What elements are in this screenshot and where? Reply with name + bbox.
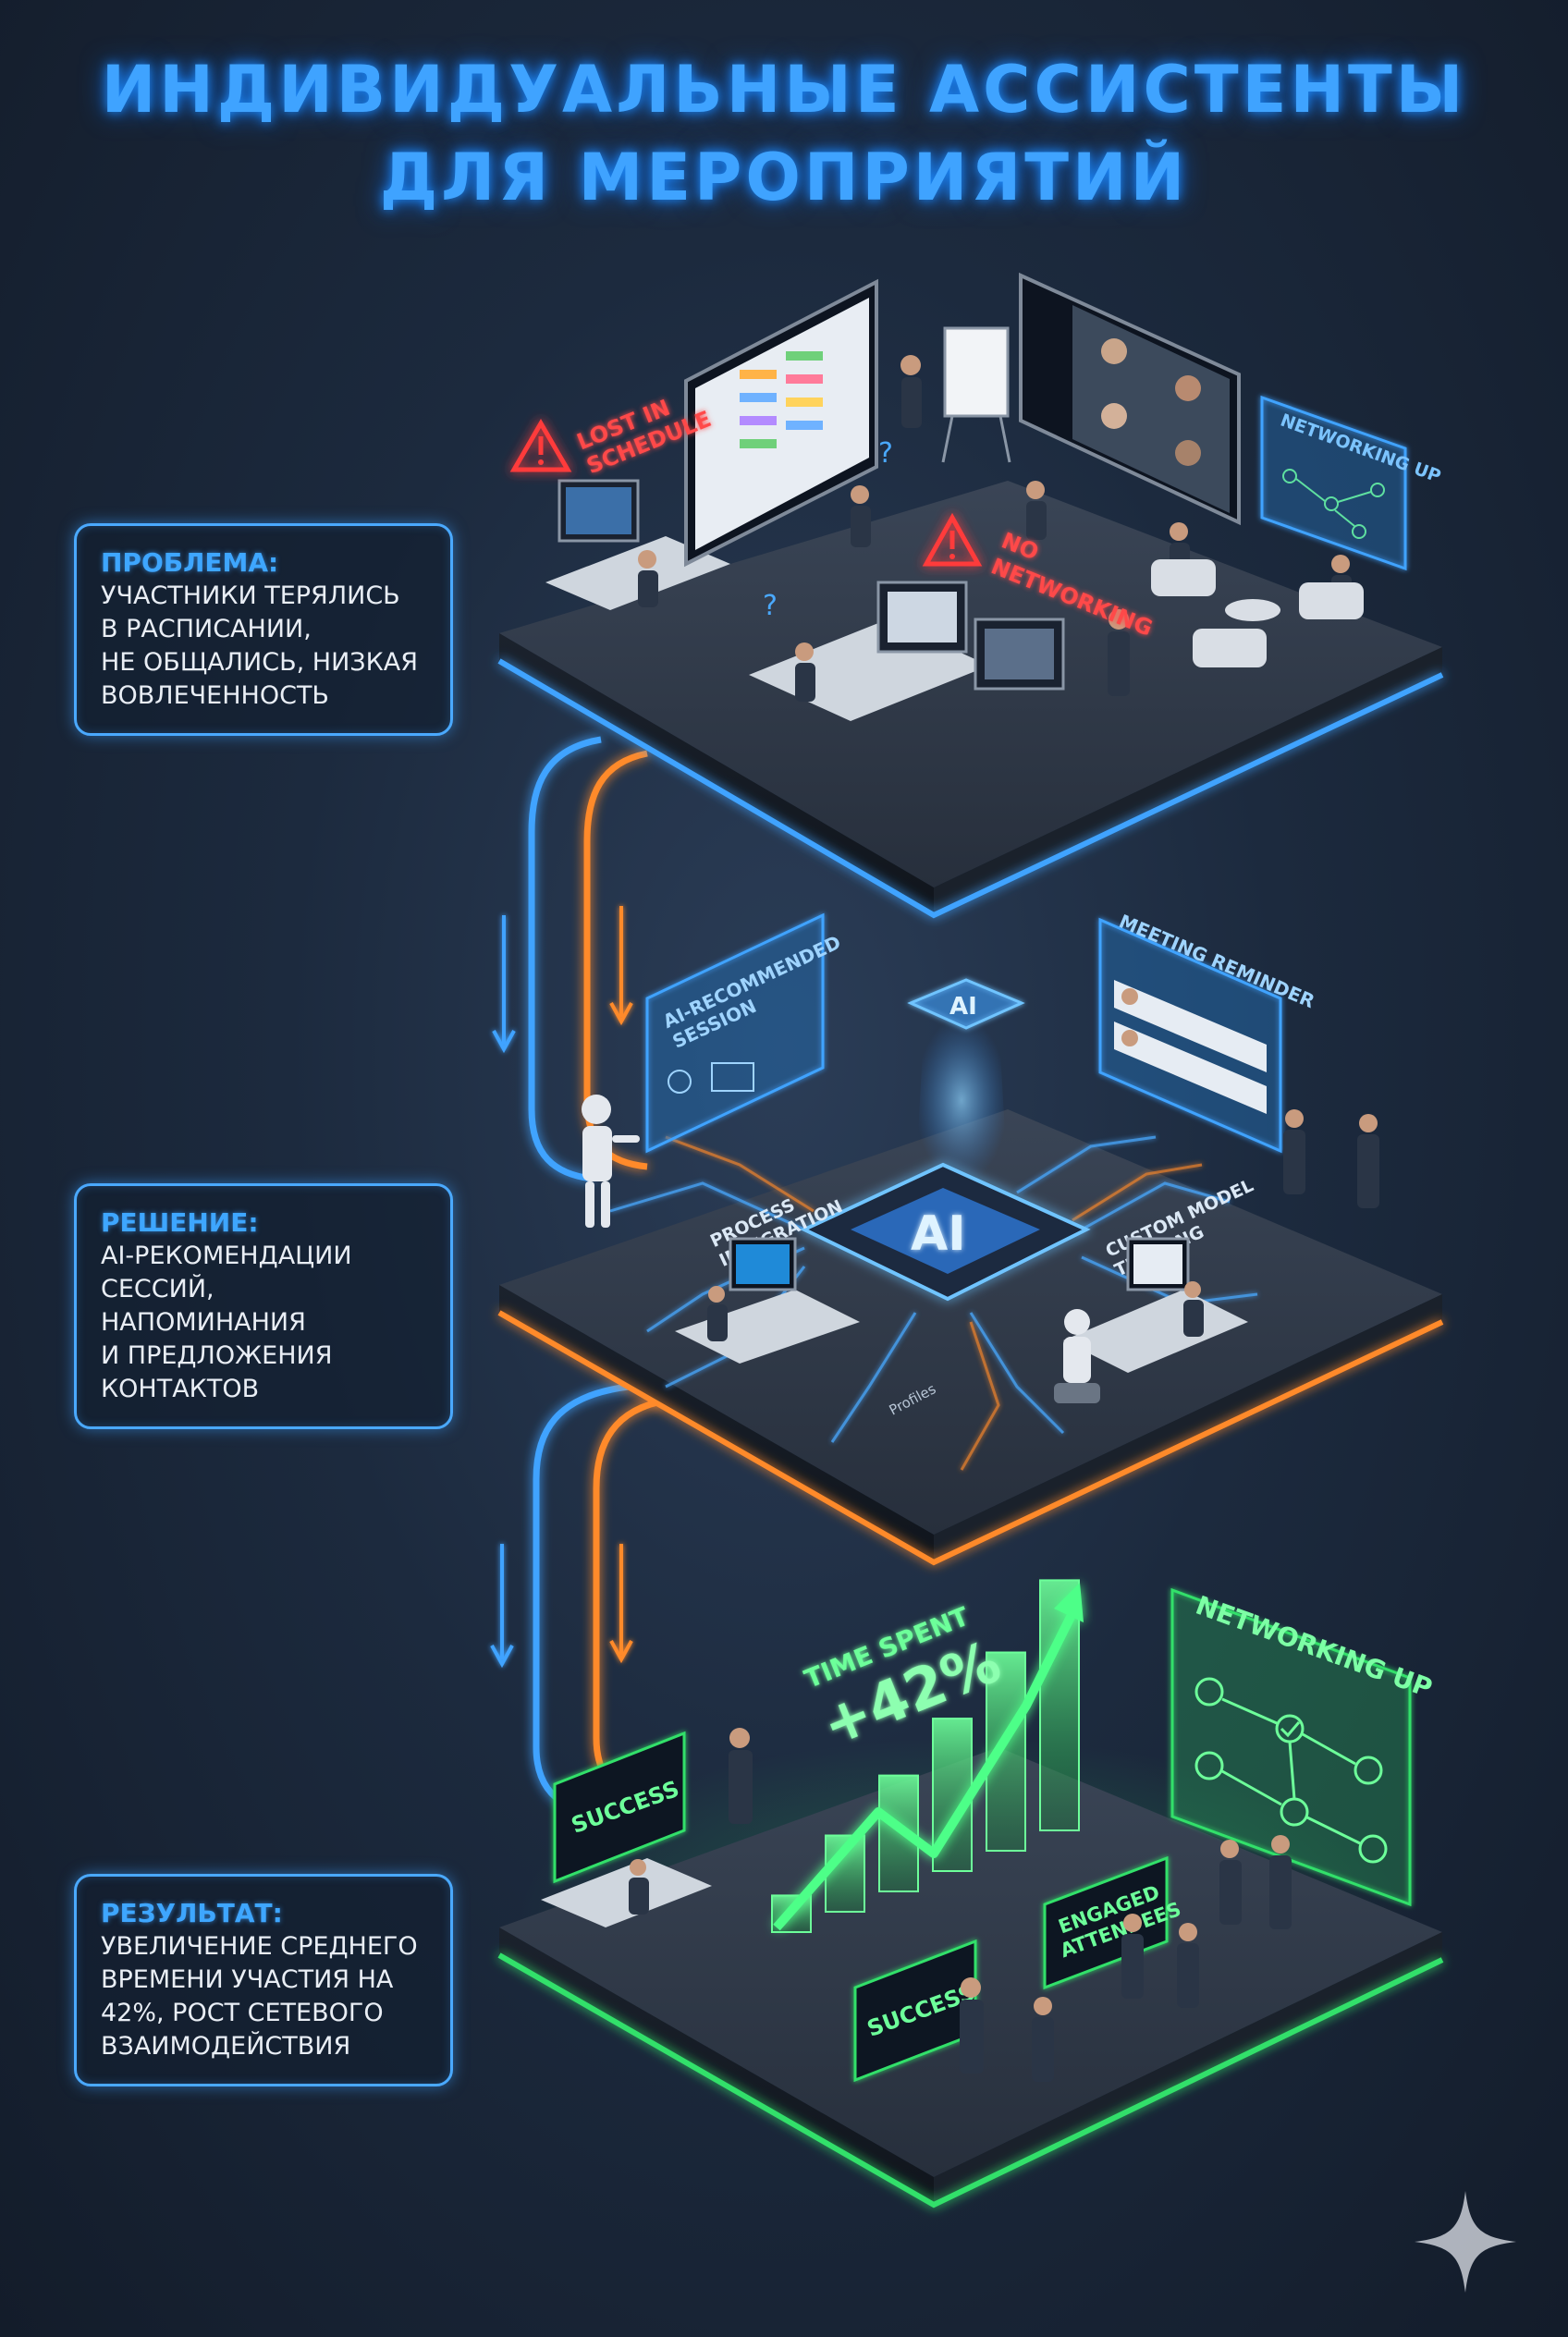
question-mark: ? bbox=[878, 437, 893, 470]
platform-solution: AI AI AI-RECOMMENDED SESSION MEETING REM… bbox=[497, 910, 1444, 1566]
networking-panel-result: NETWORKING UP bbox=[1170, 1587, 1436, 1907]
connector-blue-1 bbox=[528, 736, 602, 1182]
question-mark: ? bbox=[763, 590, 778, 622]
attendees-solution bbox=[707, 1109, 1379, 1341]
page-title-line2: ДЛЯ МЕРОПРИЯТИЙ bbox=[379, 140, 1189, 215]
solution-text: AI-РЕКОМЕНДАЦИИ СЕССИЙ, НАПОМИНАНИЯ И ПР… bbox=[101, 1242, 352, 1403]
person-icon bbox=[1121, 1030, 1138, 1046]
meeting-reminder-panel: MEETING REMINDER bbox=[1098, 910, 1317, 1154]
check-icon bbox=[1280, 1721, 1301, 1738]
problem-box: ПРОБЛЕМА: УЧАСТНИКИ ТЕРЯЛИСЬ В РАСПИСАНИ… bbox=[74, 523, 453, 736]
arrow-down-icon bbox=[490, 1544, 514, 1669]
problem-heading: ПРОБЛЕМА: bbox=[101, 547, 279, 578]
connector-orange-1 bbox=[583, 750, 648, 1170]
platform-problem: LOST IN SCHEDULE NO NETWORKING ? ? NETWO… bbox=[497, 272, 1443, 919]
arrow-down-icon bbox=[609, 1544, 633, 1664]
solution-box: РЕШЕНИЕ: AI-РЕКОМЕНДАЦИИ СЕССИЙ, НАПОМИН… bbox=[74, 1183, 453, 1429]
ai-chip-label: AI bbox=[911, 1206, 966, 1262]
ai-chip: AI bbox=[800, 1162, 1091, 1302]
network-graph-icon bbox=[1282, 469, 1385, 539]
networking-panel-problem: NETWORKING UP bbox=[1260, 395, 1443, 571]
attendees-result bbox=[629, 1728, 1292, 2082]
connector-blue-2 bbox=[533, 1383, 630, 1820]
problem-text: УЧАСТНИКИ ТЕРЯЛИСЬ В РАСПИСАНИИ, НЕ ОБЩА… bbox=[101, 581, 418, 710]
warning-icon bbox=[509, 419, 572, 472]
ai-recommended-panel: AI-RECOMMENDED SESSION bbox=[645, 912, 844, 1154]
schedule-screen bbox=[684, 278, 878, 568]
arrow-down-icon bbox=[492, 915, 516, 1054]
circuit-traces-orange bbox=[665, 1135, 1203, 1471]
page-title-line1: ИНДИВИДУАЛЬНЫЕ АССИСТЕНТЫ bbox=[101, 52, 1467, 128]
solution-heading: РЕШЕНИЕ: bbox=[101, 1207, 259, 1238]
platform-result: TIME SPENT +42% NETWORKING UP SUCCESS bbox=[497, 1579, 1444, 2209]
result-box: РЕЗУЛЬТАТ: УВЕЛИЧЕНИЕ СРЕДНЕГО ВРЕМЕНИ У… bbox=[74, 1874, 453, 2086]
network-graph-icon bbox=[1194, 1677, 1388, 1864]
arrow-down-icon bbox=[609, 906, 633, 1026]
light-beam bbox=[915, 1017, 1008, 1183]
warning-icon bbox=[922, 512, 983, 567]
flipchart bbox=[941, 326, 1011, 463]
person-icon bbox=[668, 1070, 692, 1094]
result-desk bbox=[541, 1858, 712, 1927]
sparkle-icon bbox=[1415, 2191, 1516, 2293]
page-title: ИНДИВИДУАЛЬНЫЕ АССИСТЕНТЫ ДЛЯ МЕРОПРИЯТИ… bbox=[0, 46, 1568, 222]
growth-arrow-icon bbox=[773, 1583, 1084, 1931]
ai-chip-top-label: AI bbox=[949, 993, 977, 1021]
result-text: УВЕЛИЧЕНИЕ СРЕДНЕГО ВРЕМЕНИ УЧАСТИЯ НА 4… bbox=[101, 1932, 418, 2061]
success-screen-1: SUCCESS bbox=[553, 1731, 686, 1884]
result-heading: РЕЗУЛЬТАТ: bbox=[101, 1898, 283, 1928]
humanoid-robot bbox=[582, 1095, 640, 1228]
success-screen-2: SUCCESS bbox=[853, 1939, 978, 2083]
person-icon bbox=[1121, 988, 1138, 1005]
video-call-screen bbox=[1019, 272, 1241, 526]
service-robot bbox=[1054, 1309, 1100, 1403]
ai-chip-top: AI bbox=[907, 978, 1025, 1030]
lounge-area bbox=[1151, 559, 1364, 667]
